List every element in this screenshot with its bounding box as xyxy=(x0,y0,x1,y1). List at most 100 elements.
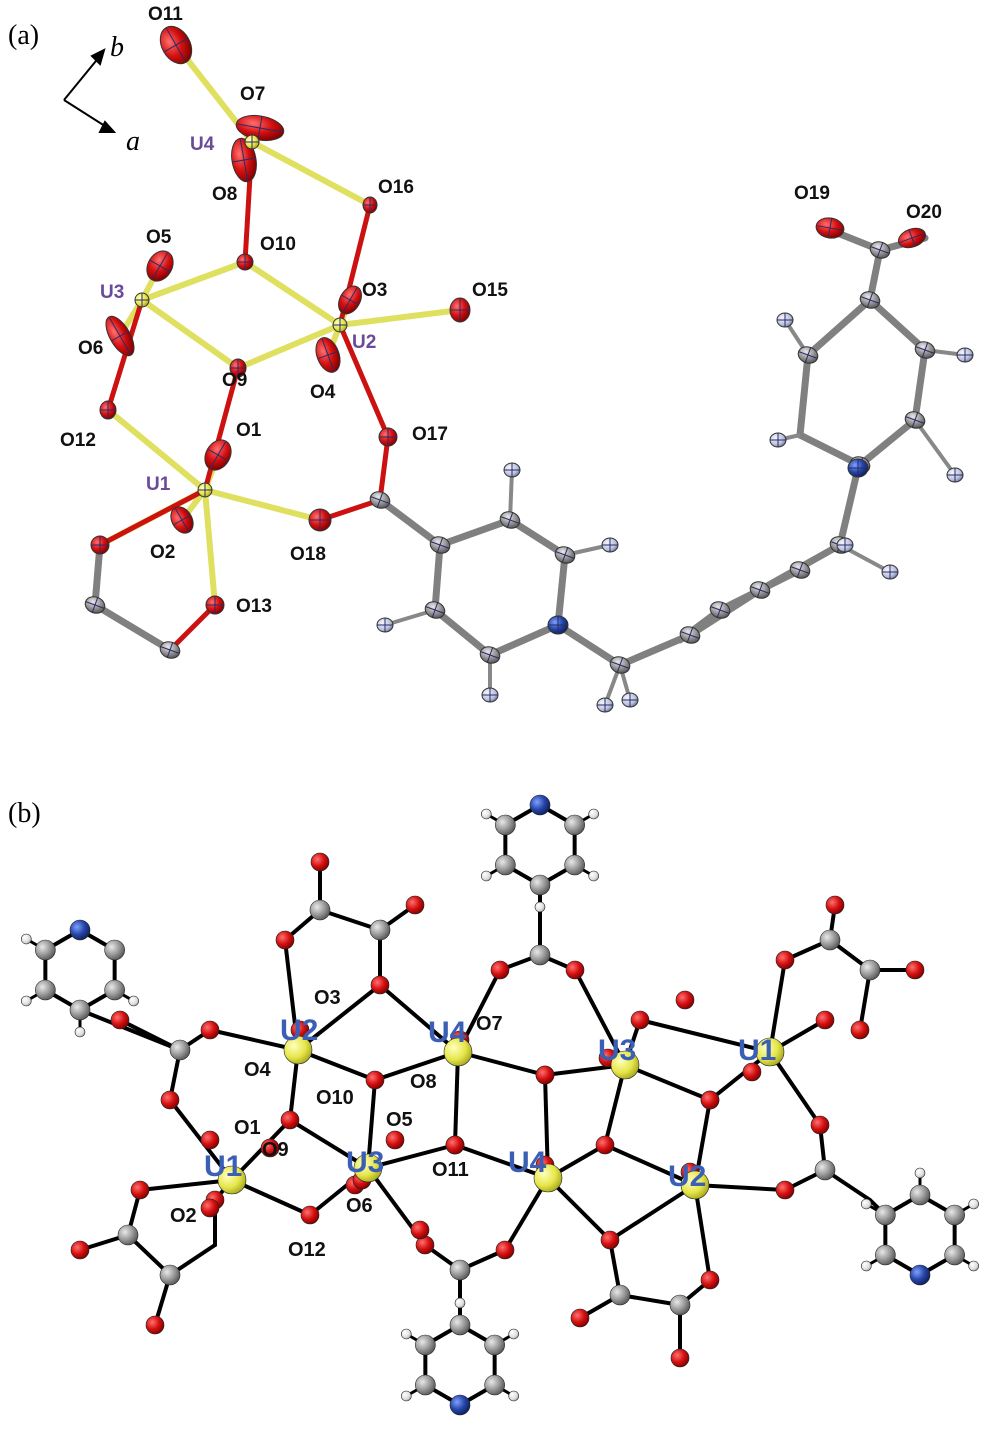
ring-b-left-atom-1 xyxy=(69,999,91,1021)
atom-a-H1 xyxy=(601,537,619,553)
atom-a-H0 xyxy=(503,462,521,478)
atom-a-O18 xyxy=(308,508,332,532)
bond-a-c-7 xyxy=(836,464,862,549)
ring-b-bottom-atom-4 xyxy=(484,1334,505,1356)
ring-b-left-H1 xyxy=(74,1026,86,1038)
bond-a-ring1-1 xyxy=(506,516,569,559)
ring-b-right-H4 xyxy=(914,1167,926,1179)
ring-b-bottom-H3 xyxy=(454,1297,466,1309)
atom-b-o39 xyxy=(410,1220,430,1240)
bond-a-ring2-1 xyxy=(911,346,929,424)
panel-b: (b) U2 U4 U3 U1 U1 U3 U4 U2 O3 O7 O4 O8 … xyxy=(8,794,979,1416)
atom-b-o2 xyxy=(275,930,295,950)
label-a-U2: U2 xyxy=(352,332,376,353)
atom-b-U3R xyxy=(610,1050,640,1080)
bond-a-u-16 xyxy=(202,487,323,523)
ring-b-right-atom-1 xyxy=(909,1264,931,1286)
atom-a-U1 xyxy=(197,482,213,498)
atom-b-Oext3 xyxy=(70,1240,90,1260)
ring-b-top-H4 xyxy=(588,808,599,820)
ring-b-top-atom-1 xyxy=(495,854,516,876)
ring-b-top-atom-4 xyxy=(564,814,585,836)
atom-a-U2 xyxy=(332,317,348,333)
ring-b-bottom-atom-2 xyxy=(415,1334,436,1356)
atom-b-Oext4 xyxy=(145,1315,165,1335)
label-a-O13: O13 xyxy=(236,596,272,617)
bond-b-13 xyxy=(623,1063,712,1102)
bond-a-c-3 xyxy=(554,621,624,669)
atom-b-o16 xyxy=(595,1135,615,1155)
label-b-O6: O6 xyxy=(346,1195,373,1217)
atom-a-O20 xyxy=(897,227,927,249)
panel-a-atoms xyxy=(84,25,974,713)
ring-b-top-H1 xyxy=(481,870,492,882)
atom-b-Oext10 xyxy=(445,1135,465,1155)
label-a-O7: O7 xyxy=(240,84,265,105)
atom-b-o15 xyxy=(495,1240,515,1260)
label-a-O1: O1 xyxy=(236,420,262,441)
atom-b-C1 xyxy=(309,899,331,921)
atom-a-C1 xyxy=(84,596,106,614)
axis-a-label: a xyxy=(126,126,140,157)
ring-b-top-atom-5 xyxy=(564,854,585,876)
atom-b-o24 xyxy=(630,1010,650,1030)
atom-a-H4 xyxy=(596,697,614,713)
ring-b-left-link xyxy=(79,1008,181,1052)
atom-b-U4R xyxy=(533,1163,563,1193)
axis-b-label: b xyxy=(110,32,124,63)
bond-a-u-7 xyxy=(139,297,241,371)
atom-b-o27 xyxy=(775,950,795,970)
label-a-U1: U1 xyxy=(146,474,171,495)
atom-a-C4 xyxy=(499,511,521,529)
atom-a-O10 xyxy=(236,253,254,271)
bond-b-9 xyxy=(453,1050,460,1147)
atom-b-o20 xyxy=(700,1270,720,1290)
ring-b-bottom-atom-0 xyxy=(449,1394,471,1416)
bond-b-39 xyxy=(693,1183,787,1192)
atom-a-C10 xyxy=(709,601,731,619)
atom-a-H9 xyxy=(946,467,964,483)
atom-b-o37 xyxy=(260,1138,280,1158)
ring-b-top-atom-2 xyxy=(495,814,516,836)
bond-a-o-4 xyxy=(337,322,391,440)
bond-b-11 xyxy=(573,968,627,1067)
ring-b-right-atom-0 xyxy=(944,1244,965,1266)
atom-b-Oext9 xyxy=(535,1065,555,1085)
bond-b-5 xyxy=(378,983,460,1054)
atom-a-N1 xyxy=(547,615,569,635)
label-b-O10: O10 xyxy=(316,1087,354,1109)
label-a-O2: O2 xyxy=(150,542,175,563)
ring-b-left-atom-0 xyxy=(104,979,125,1001)
atom-b-C8 xyxy=(669,1294,691,1316)
atom-a-O9 xyxy=(229,358,247,378)
ring-b-bottom-atom-5 xyxy=(484,1374,505,1396)
atom-a-U4 xyxy=(244,134,260,150)
bond-b-38 xyxy=(693,1183,712,1282)
label-b-O8: O8 xyxy=(410,1071,437,1093)
bond-b-27 xyxy=(366,1143,457,1170)
label-a-O8: O8 xyxy=(212,184,237,205)
atom-a-O3 xyxy=(338,285,362,315)
label-b-U4-right: U4 xyxy=(508,1146,547,1179)
label-a-U4: U4 xyxy=(190,134,215,155)
label-b-U2-right: U2 xyxy=(668,1160,706,1193)
label-b-O2: O2 xyxy=(170,1205,197,1227)
atom-a-H7 xyxy=(769,432,787,448)
bond-b-22 xyxy=(138,1178,234,1192)
atom-b-Oext2 xyxy=(405,895,425,915)
atom-b-o36 xyxy=(200,1198,220,1218)
bond-a-ring1-5 xyxy=(431,541,444,614)
atom-a-O6 xyxy=(105,315,135,357)
bond-b-44 xyxy=(318,908,382,932)
atom-b-Oext0 xyxy=(110,1010,130,1030)
panel-b-label: (b) xyxy=(8,798,41,829)
ring-b-left-H3 xyxy=(21,933,32,945)
atom-b-o5 xyxy=(280,1110,300,1130)
label-a-O15: O15 xyxy=(472,280,508,301)
label-b-U3-right: U3 xyxy=(598,1034,636,1067)
atom-b-U2L xyxy=(283,1035,313,1065)
bond-b-30 xyxy=(453,1143,550,1180)
atom-a-H8 xyxy=(956,347,974,363)
label-a-U3: U3 xyxy=(100,282,124,303)
atom-b-C9 xyxy=(814,1159,836,1181)
